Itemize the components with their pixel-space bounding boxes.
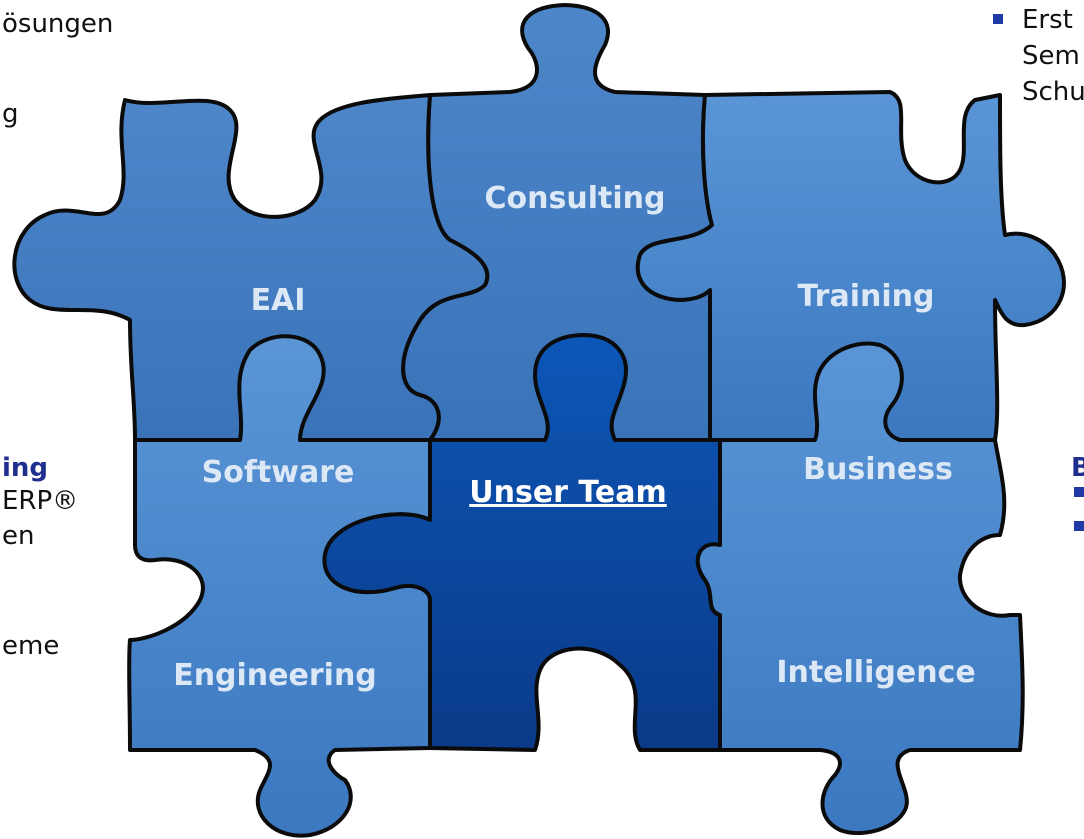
label-software: Software: [202, 455, 355, 490]
label-intelligence: Intelligence: [776, 655, 975, 690]
left-section-heading: ing: [2, 453, 49, 483]
left-text-line-1: ösungen: [2, 9, 114, 39]
puzzle-piece-unser-team: [322, 333, 722, 752]
puzzle-piece-eai: [12, 93, 490, 442]
left-text-line-2: g: [2, 99, 19, 129]
right-text-line-3: Schu: [1022, 77, 1084, 107]
label-business: Business: [803, 452, 953, 487]
bullet-marker: [993, 14, 1003, 24]
bullet-marker: [1074, 521, 1084, 531]
label-consulting: Consulting: [485, 181, 666, 216]
puzzle-piece-software-engineering: [127, 334, 432, 838]
label-eai: EAI: [251, 283, 306, 318]
right-text-line-2: Sem: [1022, 41, 1080, 71]
left-text-line-3: ERP®: [2, 486, 79, 516]
right-text-line-1: Erst: [1022, 5, 1073, 35]
bullet-marker: [1074, 487, 1084, 497]
label-engineering: Engineering: [173, 658, 377, 693]
left-text-line-4: en: [2, 521, 35, 551]
right-section-heading: B: [1071, 453, 1084, 483]
left-text-line-5: eme: [2, 631, 60, 661]
label-unser-team[interactable]: Unser Team: [469, 475, 667, 510]
label-training: Training: [798, 279, 935, 314]
puzzle-piece-training: [635, 90, 1066, 442]
puzzle-piece-business-intelligence: [695, 341, 1025, 836]
